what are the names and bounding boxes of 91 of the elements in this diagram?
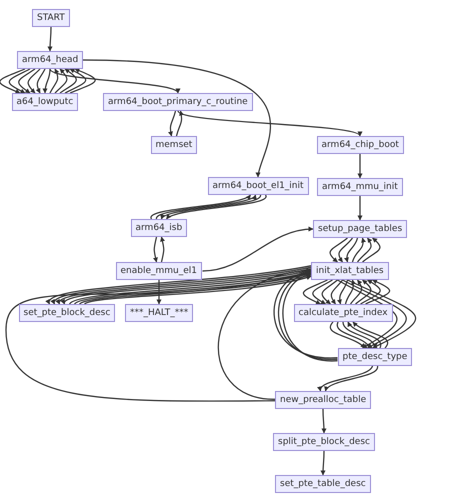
function-box <box>130 219 188 237</box>
call-arrow <box>54 68 68 94</box>
function-name: arm64_mmu_init <box>322 182 398 192</box>
call-arrow <box>362 238 380 262</box>
call-arrow <box>28 68 40 94</box>
call-arrow <box>336 322 370 348</box>
call-arrow <box>70 68 96 94</box>
call-arrow <box>357 238 372 262</box>
call-arrow <box>156 280 162 304</box>
call-arrow <box>318 366 374 392</box>
call-arrow <box>8 68 30 94</box>
function-name: a64_lowputc <box>16 97 74 107</box>
function-box <box>32 9 70 27</box>
call-arrow <box>176 110 184 136</box>
function-box <box>125 304 194 322</box>
function-box <box>338 348 412 366</box>
call-arrow <box>49 68 60 94</box>
call-arrow <box>347 279 416 349</box>
function-box <box>311 262 389 280</box>
call-arrow <box>60 68 77 94</box>
call-arrow <box>330 322 366 348</box>
function-box <box>208 177 309 195</box>
call-arrow <box>350 280 362 304</box>
call-arrow <box>337 280 348 304</box>
call-arrow <box>355 280 372 304</box>
call-arrow <box>358 154 362 178</box>
call-arrow <box>360 279 381 305</box>
call-arrow <box>178 110 360 136</box>
call-arrow <box>36 68 46 94</box>
call-arrow <box>358 196 362 220</box>
call-arrow <box>302 279 328 305</box>
function-box <box>18 304 116 322</box>
function-name: set_pte_block_desc <box>24 308 110 318</box>
call-arrow <box>18 68 36 94</box>
function-name: new_prealloc_table <box>280 395 366 405</box>
call-arrow <box>337 279 398 349</box>
call-arrow <box>330 238 348 262</box>
function-name: split_pte_block_desc <box>278 437 370 447</box>
call-arrow <box>168 110 176 136</box>
call-arrow <box>352 238 366 262</box>
call-arrow <box>342 322 377 348</box>
function-name: pte_desc_type <box>342 352 408 362</box>
call-arrow <box>64 68 86 94</box>
call-arrow <box>338 238 353 262</box>
call-arrow <box>324 366 378 392</box>
function-name: arm64_boot_primary_c_routine <box>108 97 248 107</box>
function-name: enable_mmu_el1 <box>120 266 198 276</box>
function-name: init_xlat_tables <box>316 266 384 276</box>
call-arrow <box>48 27 53 52</box>
call-arrow <box>352 322 388 348</box>
call-arrow <box>160 236 165 262</box>
function-name: ***_HALT_*** <box>130 308 188 318</box>
function-box <box>316 136 404 154</box>
function-name: memset <box>156 140 192 150</box>
function-name: arm64_head <box>22 55 78 65</box>
function-box <box>17 51 84 69</box>
call-arrow <box>42 68 51 94</box>
call-arrow <box>344 238 358 262</box>
call-arrow <box>312 279 333 305</box>
function-name: setup_page_tables <box>318 224 402 234</box>
call-arrow <box>153 236 158 262</box>
function-name: set_pte_table_desc <box>280 479 366 489</box>
call-arrow <box>82 59 271 178</box>
function-box <box>275 391 372 409</box>
call-arrow <box>321 409 326 434</box>
call-arrow <box>342 279 407 349</box>
function-name: START <box>37 13 65 23</box>
call-arrow <box>344 280 356 304</box>
function-name: arm64_isb <box>136 223 182 233</box>
function-box <box>116 262 202 280</box>
call-arrow <box>0 68 26 94</box>
call-arrow <box>320 451 326 476</box>
call-arrow <box>50 68 178 94</box>
call-arrow <box>218 268 312 400</box>
function-box <box>273 433 375 451</box>
call-arrow <box>322 280 338 304</box>
function-name: arm64_chip_boot <box>322 140 399 150</box>
function-box <box>150 136 198 154</box>
function-box <box>275 475 371 493</box>
call-arrow <box>202 226 314 272</box>
call-arrow <box>330 280 343 304</box>
call-arrow <box>5 270 312 402</box>
function-name: arm64_boot_el1_init <box>212 181 304 191</box>
function-box <box>103 93 253 111</box>
function-box <box>294 304 393 322</box>
function-box <box>317 178 403 196</box>
function-name: calculate_pte_index <box>298 308 388 318</box>
function-box <box>12 93 78 111</box>
function-box <box>313 220 408 238</box>
call-arrow <box>348 322 382 348</box>
call-arrow <box>365 279 390 305</box>
